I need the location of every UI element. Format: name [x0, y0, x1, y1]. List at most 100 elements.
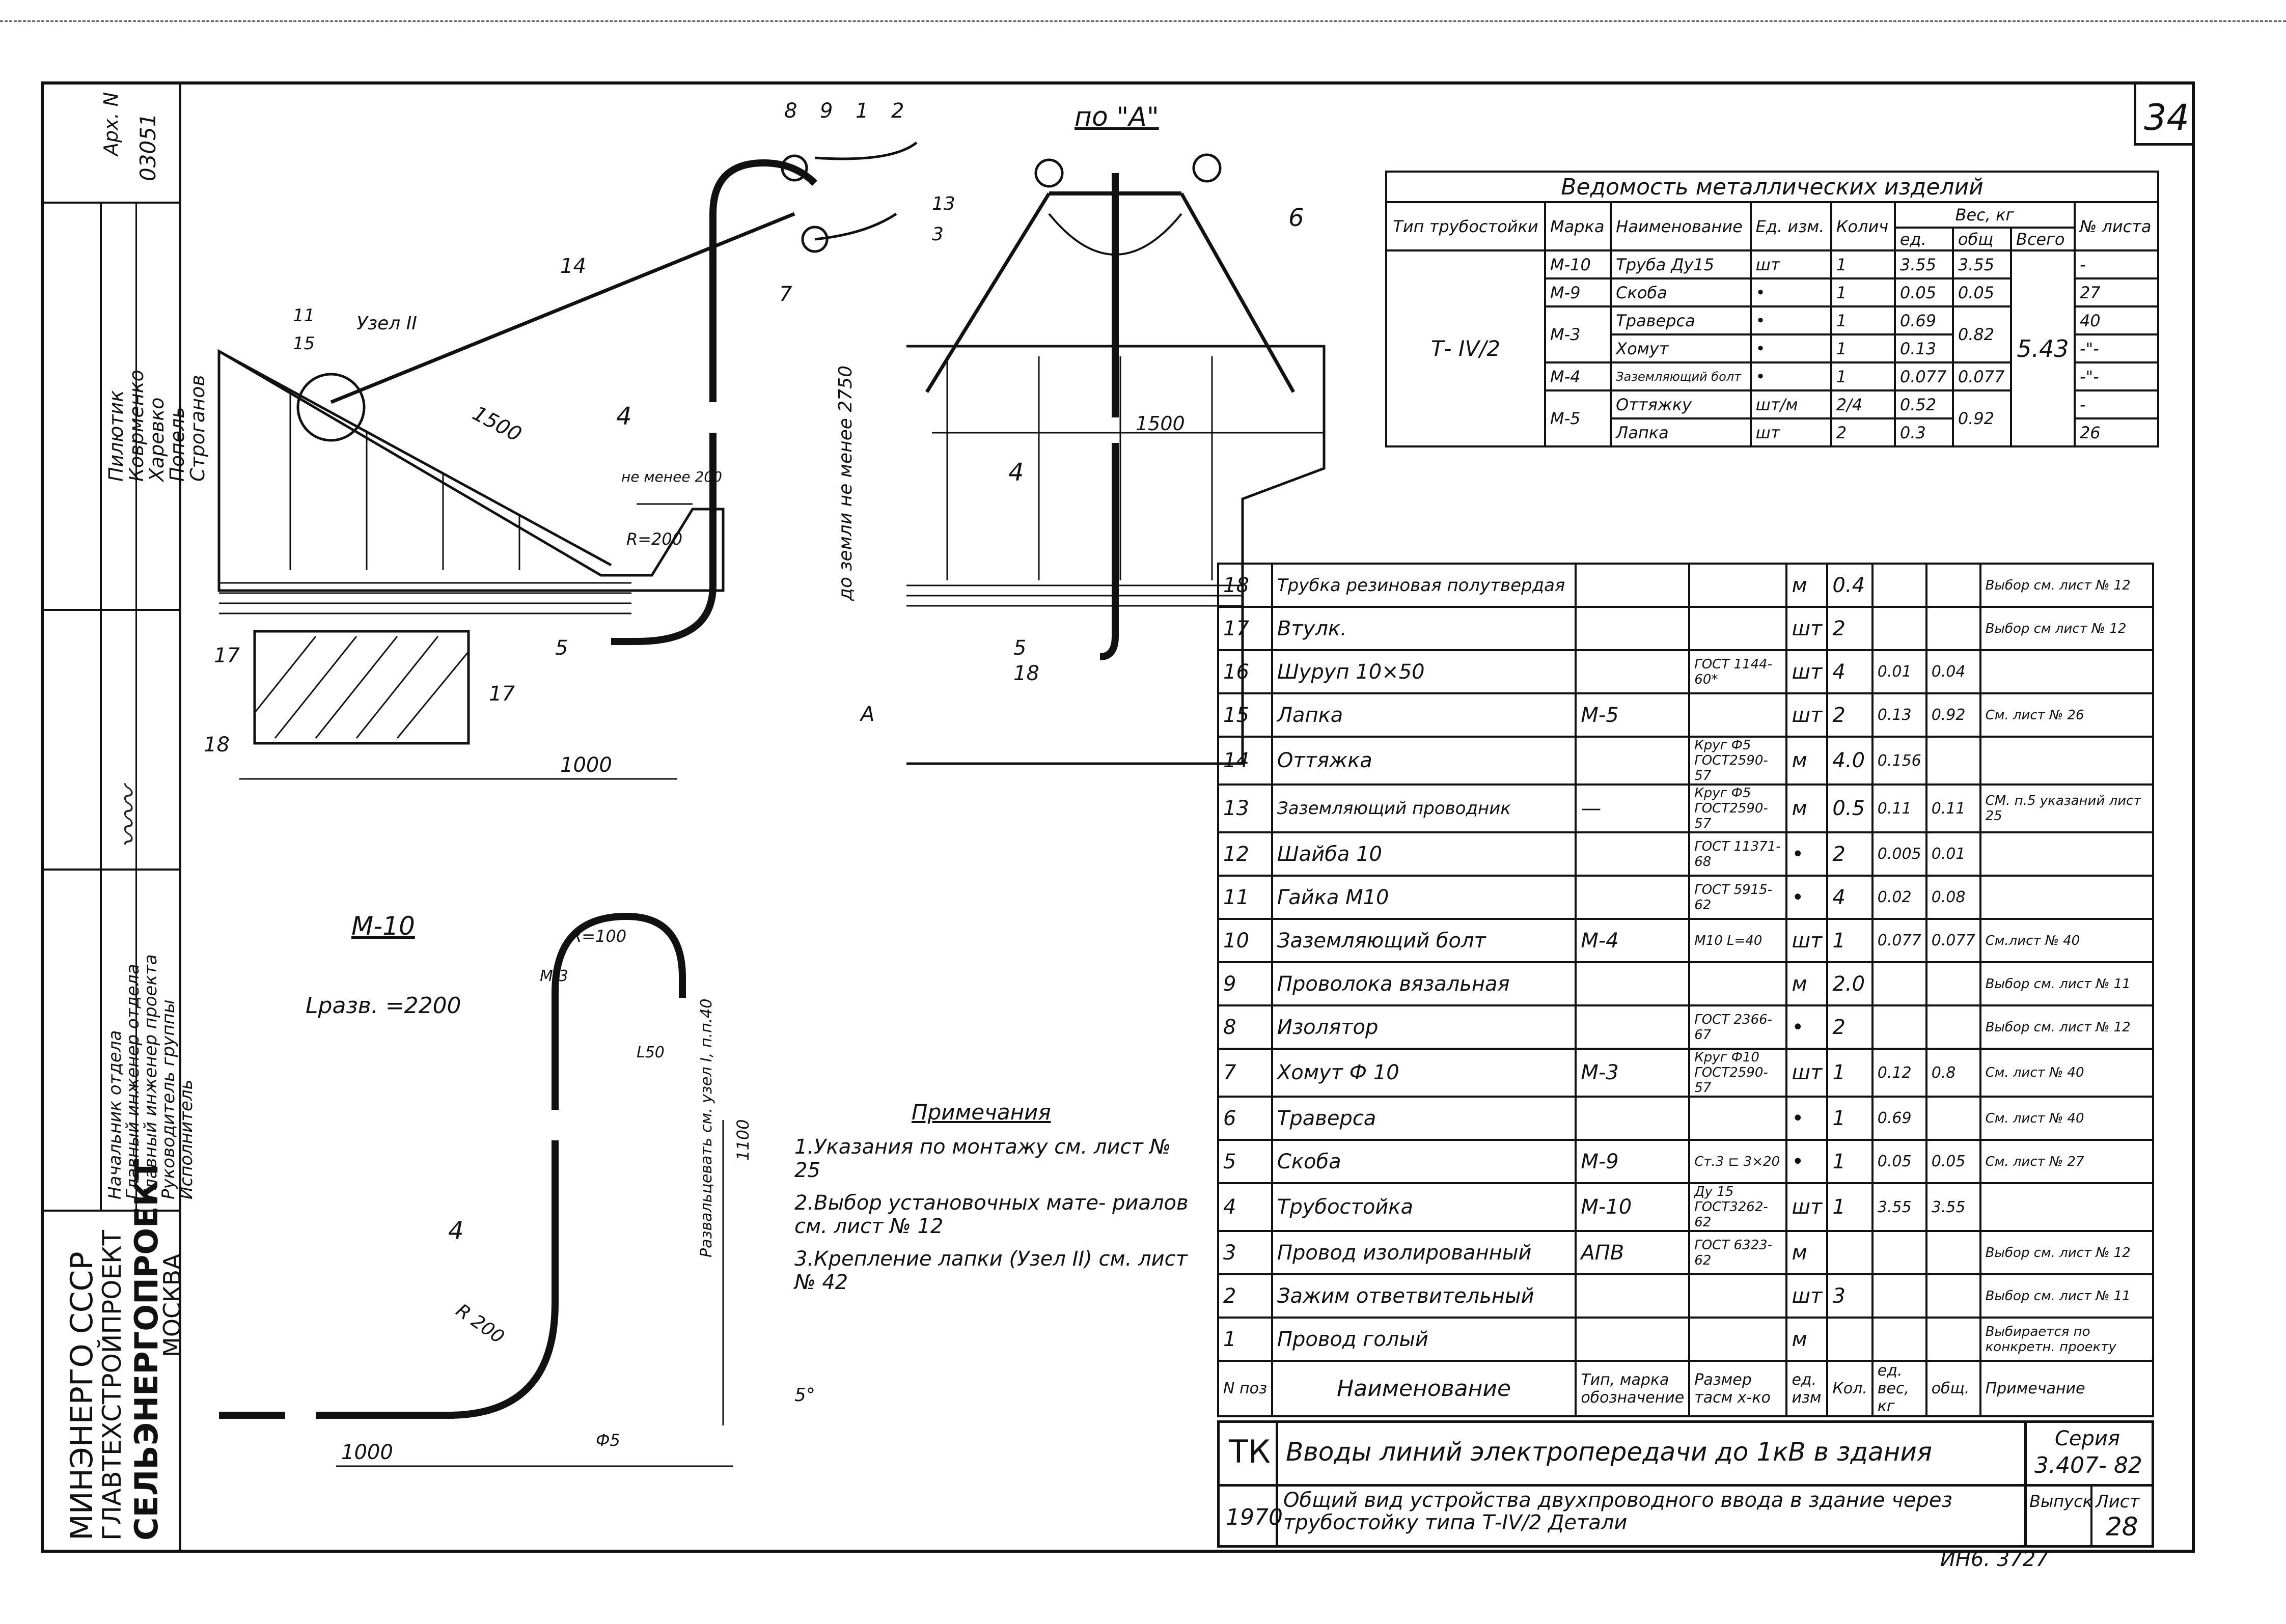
node-label: Узел II [356, 313, 417, 334]
metal-cell: - [2073, 389, 2160, 419]
spec-cell: 0.08 [1925, 875, 1981, 920]
metal-cell: 1 [1830, 361, 1896, 391]
spec-cell: Провод голый [1271, 1317, 1577, 1362]
spec-cell: • [1785, 875, 1829, 920]
metal-type: Т- IV/2 [1385, 249, 1546, 447]
callout: 17 [489, 682, 515, 706]
spec-cell: 1 [1826, 1096, 1874, 1141]
spec-cell [1925, 1004, 1981, 1050]
sheet-number: 28 [2106, 1512, 2138, 1542]
spec-cell: Оттяжка [1271, 736, 1577, 786]
spec-cell: 11 [1217, 875, 1273, 920]
spec-cell: Круг Ф10 ГОСТ2590-57 [1688, 1048, 1788, 1098]
metal-cell: Заземляющий болт [1610, 361, 1752, 391]
spec-cell [1688, 606, 1788, 651]
metal-cell: 0.3 [1893, 417, 1954, 447]
spec-cell [1688, 1317, 1788, 1362]
stamp-row-divider [44, 869, 179, 871]
spec-cell: Зажим ответвительный [1271, 1273, 1577, 1319]
spec-cell: м [1785, 736, 1829, 786]
spec-cell [1575, 606, 1691, 651]
spec-cell [1925, 1230, 1981, 1275]
dimension-label: М-3 [540, 967, 568, 985]
callout: 3 [932, 224, 944, 245]
spec-cell: Ду 15 ГОСТ3262-62 [1688, 1182, 1788, 1232]
metal-cell: Труба Ду15 [1610, 249, 1752, 279]
spec-cell: См. лист № 26 [1979, 692, 2155, 738]
callout: 6 [1288, 204, 1304, 232]
spec-cell: Выбирается по конкретн. проекту [1979, 1317, 2155, 1362]
spec-cell: Заземляющий болт [1271, 918, 1577, 963]
metal-cell: М-4 [1544, 361, 1612, 391]
spec-cell: 2 [1826, 1004, 1874, 1050]
metal-cell: 1 [1830, 305, 1896, 335]
spec-cell: ГОСТ 2366-67 [1688, 1004, 1788, 1050]
spec-cell [1925, 961, 1981, 1006]
spec-cell [1575, 831, 1691, 877]
metal-cell: 2/4 [1830, 389, 1896, 419]
spec-cell: Выбор см. лист № 12 [1979, 1004, 2155, 1050]
metal-header: Марка [1544, 201, 1612, 251]
left-stamp: Арх. N 03051 Пилютик Коврменко Харевко П… [44, 85, 209, 1550]
metal-cell: -"- [2073, 333, 2160, 363]
spec-cell: 1 [1826, 918, 1874, 963]
spec-cell: 0.05 [1925, 1139, 1981, 1184]
spec-cell: 0.69 [1871, 1096, 1927, 1141]
spec-cell [1575, 961, 1691, 1006]
spec-cell: АПВ [1575, 1230, 1691, 1275]
spec-cell: м [1785, 783, 1829, 833]
spec-cell: Скоба [1271, 1139, 1577, 1184]
spec-cell: М10 L=40 [1688, 918, 1788, 963]
dimension-label: 1000 [560, 753, 612, 777]
spec-cell: Шуруп 10×50 [1271, 649, 1577, 694]
spec-cell: • [1785, 1096, 1829, 1141]
spec-cell: 0.01 [1871, 649, 1927, 694]
spec-cell: 0.077 [1925, 918, 1981, 963]
pole-tube-lower [611, 433, 717, 645]
spec-cell: 0.04 [1925, 649, 1981, 694]
spec-cell [1688, 1273, 1788, 1319]
metal-header: Вес, кг [1893, 201, 2076, 229]
spec-cell: • [1785, 831, 1829, 877]
spec-cell: 0.92 [1925, 692, 1981, 738]
spec-cell: 8 [1217, 1004, 1273, 1050]
metal-cell: М-9 [1544, 277, 1612, 307]
spec-cell: 16 [1217, 649, 1273, 694]
metal-cell: 0.05 [1951, 277, 2012, 307]
spec-cell [1575, 736, 1691, 786]
dimension-label: R=100 [570, 927, 627, 946]
spec-cell: ГОСТ 11371-68 [1688, 831, 1788, 877]
spec-cell: 7 [1217, 1048, 1273, 1098]
callout: 4 [448, 1217, 464, 1245]
spec-cell: 4.0 [1826, 736, 1874, 786]
spec-cell: 4 [1826, 875, 1874, 920]
metal-cell: 0.077 [1951, 361, 2012, 391]
title-block: ТК Вводы линий электропередачи до 1кВ в … [1217, 1420, 2154, 1548]
spec-cell: Шайба 10 [1271, 831, 1577, 877]
metal-header: № листа [2073, 201, 2160, 251]
spec-cell: Провод изолированный [1271, 1230, 1577, 1275]
spec-cell: М-4 [1575, 918, 1691, 963]
spec-cell: 15 [1217, 692, 1273, 738]
spec-cell: шт [1785, 649, 1829, 694]
spec-cell: 3 [1217, 1230, 1273, 1275]
spec-cell [1925, 736, 1981, 786]
spec-cell [1925, 1096, 1981, 1141]
spec-cell: ГОСТ 6323-62 [1688, 1230, 1788, 1275]
spec-cell: м [1785, 1230, 1829, 1275]
spec-cell: 0.8 [1925, 1048, 1981, 1098]
spec-cell: шт [1785, 606, 1829, 651]
spec-cell: 0.156 [1871, 736, 1927, 786]
spec-footer: N поз [1217, 1360, 1273, 1417]
stamp-row-divider [44, 202, 179, 204]
spec-cell: 2 [1217, 1273, 1273, 1319]
wall-slope [218, 350, 612, 567]
spec-cell: М-3 [1575, 1048, 1691, 1098]
metal-cell: М-3 [1544, 305, 1612, 363]
length-label: Lразв. =2200 [306, 993, 461, 1019]
